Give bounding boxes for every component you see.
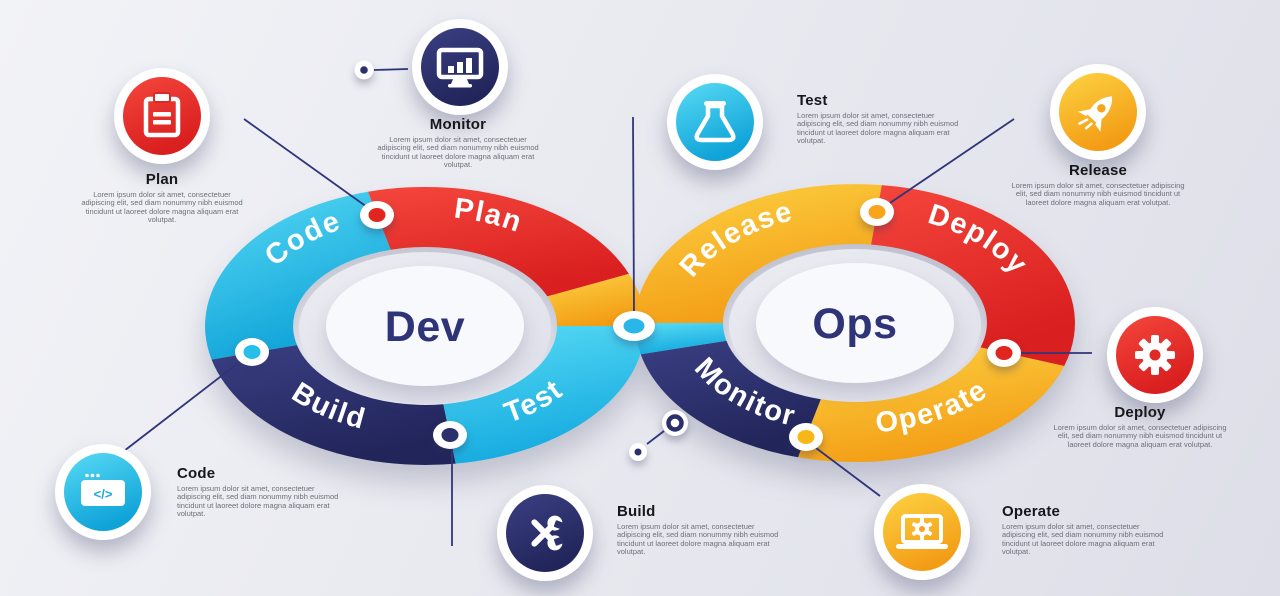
dev-hub-inner-circle — [326, 266, 524, 386]
callout-title: Operate — [1002, 503, 1061, 520]
monitor-icon-badge — [412, 19, 508, 115]
callout-operate: Operate Lorem ipsum dolor sit amet, cons… — [1002, 503, 1174, 557]
code-window-icon: </> — [81, 473, 125, 506]
flask-icon — [694, 101, 736, 143]
callout-body: Lorem ipsum dolor sit amet, consectetuer… — [617, 522, 779, 557]
ops-segment-deploy — [871, 185, 1075, 366]
plan-connector-dot — [360, 201, 394, 229]
callout-release: Release Lorem ipsum dolor sit amet, cons… — [1011, 162, 1185, 207]
release-junction-wedge — [547, 273, 645, 326]
callout-build: Build Lorem ipsum dolor sit amet, consec… — [617, 503, 789, 557]
monitor-callout-dot — [354, 60, 374, 80]
callout-body: Lorem ipsum dolor sit amet, consectetuer… — [1002, 522, 1164, 557]
callout-body: Lorem ipsum dolor sit amet, consectetuer… — [797, 111, 959, 146]
rocket-icon — [1078, 96, 1113, 132]
monitor-connector-line — [373, 68, 409, 71]
laptop-gear-icon — [896, 514, 948, 549]
release-connector-line — [883, 118, 1015, 208]
monitor-small-dot — [629, 443, 647, 461]
deploy-icon-badge — [1107, 307, 1203, 403]
callout-code: Code Lorem ipsum dolor sit amet, consect… — [177, 465, 349, 519]
code-icon-badge: </> — [55, 444, 151, 540]
callout-deploy: Deploy Lorem ipsum dolor sit amet, conse… — [1052, 404, 1228, 449]
gear-icon — [1135, 335, 1175, 375]
code-connector-dot — [235, 338, 269, 366]
ops-segment-operate — [798, 347, 1065, 463]
code-glyph: </> — [94, 487, 113, 502]
monitor-ring-dot — [662, 410, 688, 436]
dev-segment-test — [443, 326, 645, 464]
test-connector-line — [632, 116, 635, 316]
dev-segment-plan — [368, 186, 629, 297]
callout-monitor: Monitor Lorem ipsum dolor sit amet, cons… — [372, 116, 544, 170]
callout-body: Lorem ipsum dolor sit amet, consectetuer… — [1053, 423, 1227, 449]
callout-title: Test — [797, 92, 828, 109]
callout-title: Monitor — [429, 116, 487, 133]
ops-hub: Ops — [729, 249, 981, 401]
dev-segment-code — [205, 191, 391, 360]
ops-segment-monitor — [640, 340, 821, 458]
tools-icon — [531, 515, 565, 551]
callout-body: Lorem ipsum dolor sit amet, consectetuer… — [177, 484, 339, 519]
build-icon-badge — [497, 485, 593, 581]
plan-icon-badge — [114, 68, 210, 164]
callout-body: Lorem ipsum dolor sit amet, consectetuer… — [81, 190, 243, 225]
plan-connector-line — [243, 118, 368, 208]
junction-dot — [613, 311, 655, 341]
callout-plan: Plan Lorem ipsum dolor sit amet, consect… — [77, 171, 247, 225]
release-icon-badge — [1050, 64, 1146, 160]
operate-icon-badge — [874, 484, 970, 580]
ops-segment-release — [635, 184, 882, 323]
callout-title: Plan — [145, 171, 179, 188]
code-connector-line — [123, 356, 247, 452]
monitor-icon — [436, 47, 484, 88]
dev-hub: Dev — [299, 252, 551, 404]
callout-title: Code — [177, 465, 216, 482]
infinity-loop — [205, 184, 1075, 465]
callout-title: Build — [617, 503, 656, 520]
dev-segment-build — [211, 345, 456, 465]
operate-connector-dot — [789, 423, 823, 451]
ops-label: Ops — [812, 300, 897, 348]
operate-connector-line — [811, 444, 881, 497]
callout-test: Test Lorem ipsum dolor sit amet, consect… — [797, 92, 965, 146]
dev-label: Dev — [385, 303, 465, 351]
callout-title: Deploy — [1114, 404, 1166, 421]
callout-title: Release — [1068, 162, 1128, 179]
deploy-connector-dot — [987, 339, 1021, 367]
ops-hub-inner-circle — [756, 263, 954, 383]
clipboard-icon — [143, 92, 181, 138]
callout-body: Lorem ipsum dolor sit amet, consectetuer… — [1011, 181, 1185, 207]
test-junction-wedge — [635, 323, 727, 355]
callout-body: Lorem ipsum dolor sit amet, consectetuer… — [377, 135, 539, 170]
test-icon-badge — [667, 74, 763, 170]
build-connector-dot — [433, 421, 467, 449]
monitor-chain-line — [646, 430, 665, 445]
release-connector-dot — [860, 198, 894, 226]
